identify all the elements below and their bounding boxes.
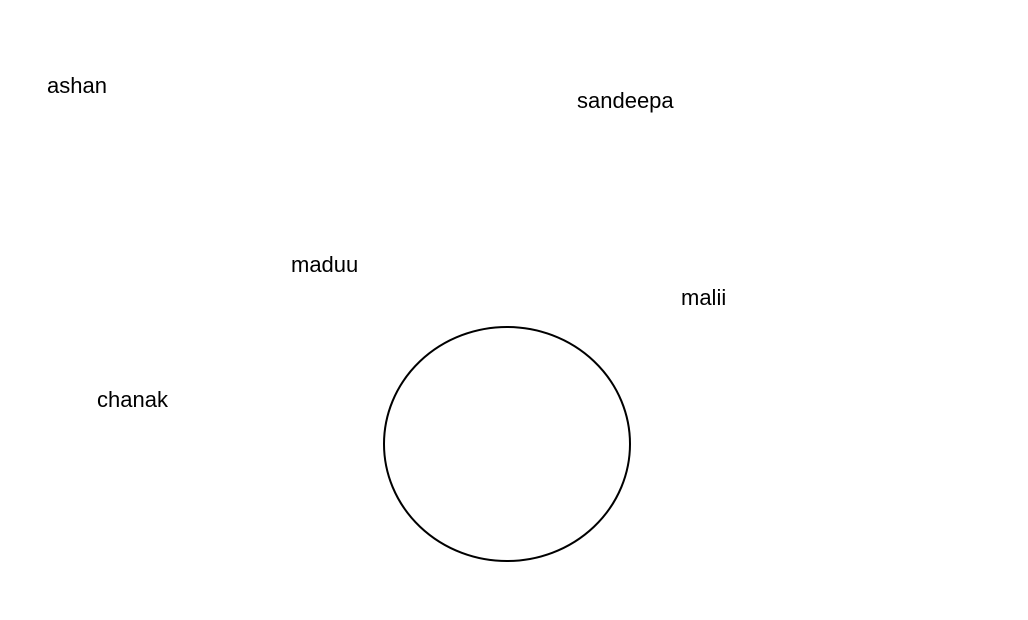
label-chanak: chanak xyxy=(97,387,168,412)
label-ashan: ashan xyxy=(47,73,107,98)
label-maduu: maduu xyxy=(291,252,359,277)
label-sandeepa: sandeepa xyxy=(577,88,674,113)
label-malii: malii xyxy=(681,285,727,310)
circle-shape xyxy=(383,326,631,562)
